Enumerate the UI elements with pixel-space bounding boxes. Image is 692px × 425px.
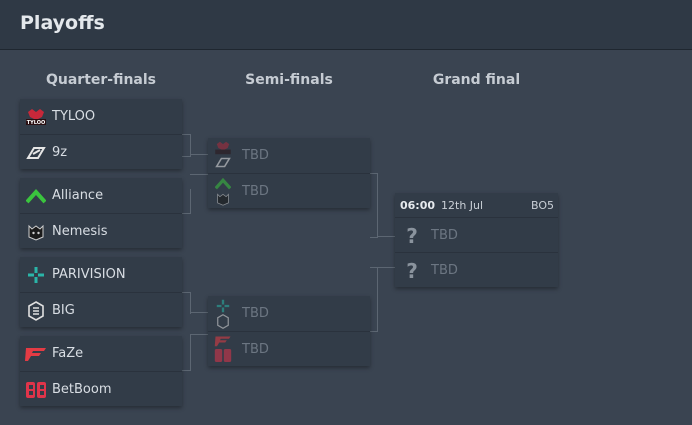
unknown-team-icon: ? — [406, 223, 418, 248]
connector-qf4-sf2 — [182, 334, 191, 371]
qf-match-1[interactable]: TYLOO TYLOO 9z — [20, 99, 182, 169]
team-name: TYLOO — [52, 109, 96, 124]
possible-teams — [213, 335, 235, 365]
possible-teams — [213, 141, 235, 171]
betboom-logo-icon — [214, 348, 232, 362]
connector-qf1-sf1-tail — [190, 154, 208, 155]
match-format: BO5 — [530, 198, 554, 212]
tyloo-logo-icon: TYLOO — [25, 106, 47, 128]
team-row[interactable]: TYLOO TYLOO — [20, 99, 182, 134]
connector-sf2-gf-tail — [377, 267, 395, 268]
team-row[interactable]: ? TBD — [395, 217, 558, 253]
team-row[interactable]: Alliance — [20, 178, 182, 213]
connector-qf3-sf2-tail — [190, 312, 208, 313]
team-tbd: TBD — [431, 228, 458, 243]
nemesis-logo-icon — [25, 221, 47, 243]
connector-qf3-sf2 — [182, 292, 191, 314]
alliance-logo-icon — [25, 185, 47, 207]
sf-match-2[interactable]: TBD TBD — [208, 296, 370, 366]
sf-match-1[interactable]: TBD TBD — [208, 138, 370, 208]
team-name: PARIVISION — [52, 267, 126, 282]
column-title-quarterfinals: Quarter-finals — [45, 72, 157, 88]
match-date: 12th Jul — [441, 198, 484, 212]
team-name: FaZe — [52, 346, 84, 361]
grand-final-match[interactable]: 06:00 12th Jul BO5 ? TBD ? TBD — [395, 193, 558, 287]
team-row[interactable]: TBD — [208, 138, 370, 173]
qf-match-2[interactable]: Alliance Nemesis — [20, 178, 182, 248]
team-tbd: TBD — [242, 148, 269, 163]
team-row[interactable]: 9z — [20, 134, 182, 170]
column-title-semifinals: Semi-finals — [245, 72, 333, 88]
team-row[interactable]: PARIVISION — [20, 257, 182, 292]
tyloo-logo-icon — [215, 141, 231, 154]
team-name: BIG — [52, 303, 75, 318]
parivision-logo-icon — [25, 264, 47, 286]
possible-teams — [213, 299, 235, 329]
connector-sf1-gf — [370, 173, 378, 238]
svg-text:TYLOO: TYLOO — [27, 120, 46, 126]
9z-logo-icon — [25, 142, 47, 164]
connector-sf2-gf — [370, 267, 378, 332]
possible-teams — [213, 177, 235, 207]
connector-qf4-sf2-tail — [190, 334, 208, 335]
team-tbd: TBD — [242, 342, 269, 357]
team-row[interactable]: Nemesis — [20, 213, 182, 249]
team-row[interactable]: FaZe — [20, 336, 182, 371]
match-time: 06:00 — [400, 198, 436, 212]
team-row[interactable]: TBD — [208, 296, 370, 331]
team-row[interactable]: BIG — [20, 292, 182, 328]
page-title: Playoffs — [20, 12, 105, 34]
team-row[interactable]: BetBoom — [20, 371, 182, 407]
page-header: Playoffs — [0, 0, 692, 50]
faze-logo-icon — [25, 343, 47, 365]
parivision-logo-icon — [216, 299, 230, 312]
qf-match-4[interactable]: FaZe BetBoom — [20, 336, 182, 406]
team-tbd: TBD — [242, 306, 269, 321]
team-row[interactable]: ? TBD — [395, 252, 558, 288]
betboom-logo-icon — [25, 379, 47, 401]
nemesis-logo-icon — [217, 192, 229, 206]
unknown-team-icon: ? — [406, 258, 418, 283]
connector-qf1-sf1 — [182, 134, 191, 157]
team-name: Alliance — [52, 188, 104, 203]
team-name: Nemesis — [52, 224, 108, 239]
connector-qf2-sf1-tail — [190, 174, 208, 175]
big-logo-icon — [217, 313, 229, 329]
9z-logo-icon — [215, 157, 231, 167]
big-logo-icon — [25, 300, 47, 322]
team-tbd: TBD — [242, 184, 269, 199]
match-info: 06:00 12th Jul BO5 — [395, 193, 558, 217]
connector-sf1-gf-tail — [377, 236, 395, 237]
column-title-grandfinal: Grand final — [432, 72, 521, 88]
team-row[interactable]: TBD — [208, 173, 370, 209]
team-row[interactable]: TBD — [208, 331, 370, 367]
qf-match-3[interactable]: PARIVISION BIG — [20, 257, 182, 327]
faze-logo-icon — [214, 336, 231, 346]
connector-qf2-sf1 — [182, 189, 191, 214]
team-name: 9z — [52, 145, 68, 160]
team-name: BetBoom — [52, 382, 112, 397]
alliance-logo-icon — [215, 177, 231, 189]
team-tbd: TBD — [431, 263, 458, 278]
